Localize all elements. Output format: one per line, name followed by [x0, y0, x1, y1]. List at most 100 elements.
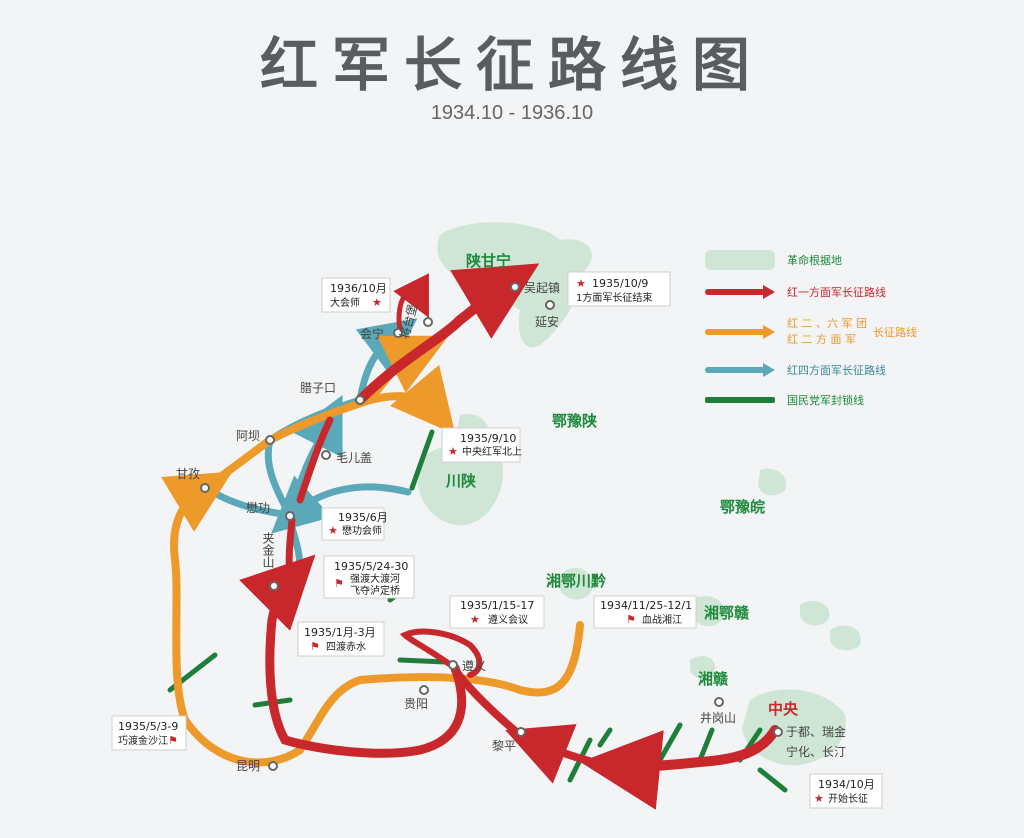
- blockade-line: [397, 657, 448, 665]
- flag-icon: ⚑: [168, 734, 178, 747]
- base-area-xiangechuanqian: [560, 567, 593, 600]
- place-label: 黎平: [492, 739, 516, 753]
- place-label: 吴起镇: [524, 281, 560, 295]
- place-marker: [321, 450, 331, 460]
- callout: 1935/5/3-9 巧渡金沙江 ⚑: [111, 715, 187, 751]
- callout-text: 巧渡金沙江: [118, 734, 168, 747]
- place-label: 阿坝: [236, 429, 260, 443]
- base-area-swatch-icon: [705, 250, 775, 270]
- place-label: 宁化、长汀: [786, 744, 846, 759]
- callout-date: 1935/5/3-9: [118, 720, 178, 733]
- blockade-line: [597, 727, 613, 748]
- callout: 1935/6月 ★ 懋功会师: [321, 507, 388, 541]
- callout-date: 1935/6月: [338, 511, 388, 524]
- place-marker: [516, 727, 526, 737]
- flag-icon: ⚑: [310, 640, 320, 653]
- star-icon: ★: [576, 277, 586, 290]
- region-label: 鄂豫皖: [720, 498, 765, 516]
- place-marker: [200, 483, 210, 493]
- blockade-line: [657, 722, 683, 763]
- place-markers: [200, 282, 783, 771]
- place-marker: [448, 660, 458, 670]
- legend-item-base-area: 革命根据地: [705, 250, 842, 270]
- place-marker: [265, 435, 275, 445]
- callout-text: 懋功会师: [342, 524, 382, 537]
- route-segment: [201, 436, 274, 492]
- region-label: 湘赣: [698, 670, 729, 688]
- callout-date: 1934/10月: [818, 778, 875, 791]
- region-labels: 陕甘宁 鄂豫陕 川陕 鄂豫皖 湘鄂川黔 湘鄂赣 湘赣 中央: [445, 252, 799, 718]
- callout-text: 强渡大渡河: [350, 572, 400, 585]
- place-label: 夹金山: [261, 532, 275, 568]
- callout: 1935/1月-3月 ⚑ 四渡赤水: [297, 621, 385, 657]
- route-first-army: [239, 263, 780, 810]
- callout-text: 血战湘江: [642, 613, 682, 626]
- callout-text: 遵义会议: [488, 613, 528, 626]
- base-area-east-island-1: [800, 600, 830, 626]
- route-segment: [271, 475, 412, 534]
- place-marker: [355, 395, 365, 405]
- legend-item-blockade: 国民党军封锁线: [705, 390, 864, 410]
- place-label: 毛儿盖: [336, 451, 372, 465]
- legend-item-second-sixth-army: 红 二 、六 军 团 红 二 方 面 军 长征路线: [705, 316, 917, 348]
- region-label: 中央: [768, 700, 799, 718]
- star-icon: ★: [470, 613, 480, 626]
- route-segment: [393, 273, 429, 333]
- callout-text: 1方面军长征结束: [576, 291, 652, 304]
- place-marker: [423, 317, 433, 327]
- route-segment: [580, 725, 780, 810]
- callout-date: 1935/1/15-17: [460, 599, 534, 612]
- star-icon: ★: [448, 445, 458, 458]
- base-area-eyuwan: [758, 468, 786, 496]
- base-area-chuanshan: [418, 444, 504, 526]
- place-label: 腊子口: [300, 381, 336, 395]
- callout-date: 1935/1月-3月: [304, 626, 376, 639]
- callout-text: 飞夺泸定桥: [350, 584, 400, 597]
- callouts: 1936/10月 大会师 ★ ★ 1935/10/9 1方面军长征结束 1935…: [111, 271, 883, 809]
- route-segment: [355, 263, 540, 405]
- place-marker: [269, 581, 279, 591]
- teal-arrow-icon: [705, 360, 775, 380]
- legend-label: 红四方面军长征路线: [787, 364, 886, 377]
- place-marker: [285, 511, 295, 521]
- blockade-line: [757, 767, 788, 793]
- place-labels: 吴起镇 延安 会宁 将台堡 腊子口 毛儿盖 阿坝 甘孜 懋功 夹金山 遵义 贵阳…: [176, 281, 846, 773]
- legend-label: 红 二 方 面 军: [787, 333, 856, 346]
- callout-date: 1935/10/9: [592, 277, 648, 290]
- region-label: 川陕: [445, 472, 476, 490]
- legend-label: 红 二 、六 军 团: [787, 317, 867, 330]
- callout-date: 1934/11/25-12/1: [600, 599, 692, 612]
- legend-label-group: 红 二 、六 军 团 红 二 方 面 军: [787, 316, 867, 348]
- place-marker: [545, 300, 555, 310]
- callout-date: 1935/5/24-30: [334, 560, 408, 573]
- base-area-zhongyang: [742, 689, 846, 766]
- legend-label: 长征路线: [873, 326, 917, 339]
- blockade-line: [409, 429, 435, 491]
- place-label: 甘孜: [176, 467, 200, 481]
- callout-text: 大会师: [330, 296, 360, 309]
- base-area-xiangegan: [690, 596, 724, 627]
- route-segment: [285, 516, 296, 579]
- map-title: 红军长征路线图: [259, 31, 764, 99]
- region-label: 陕甘宁: [466, 252, 511, 270]
- star-icon: ★: [328, 524, 338, 537]
- route-segment: [399, 628, 483, 678]
- callout: ★ 1935/10/9 1方面军长征结束: [567, 271, 671, 307]
- region-label: 湘鄂赣: [704, 604, 750, 622]
- route-segment: [264, 436, 294, 519]
- place-marker: [419, 685, 429, 695]
- region-label: 湘鄂川黔: [546, 572, 606, 590]
- base-areas: [418, 222, 861, 766]
- route-segment: [296, 416, 334, 504]
- callout: 1935/5/24-30 ⚑ 强渡大渡河 飞夺泸定桥: [323, 555, 415, 599]
- star-icon: ★: [372, 296, 382, 309]
- place-marker: [714, 697, 724, 707]
- place-label: 遵义: [462, 658, 486, 673]
- callout: 1935/1/15-17 ★ 遵义会议: [449, 595, 545, 629]
- place-label: 昆明: [236, 759, 260, 773]
- blockade-line: [697, 727, 715, 763]
- callout: 1934/10月 ★ 开始长征: [809, 773, 883, 809]
- base-area-east-island-2: [830, 625, 861, 651]
